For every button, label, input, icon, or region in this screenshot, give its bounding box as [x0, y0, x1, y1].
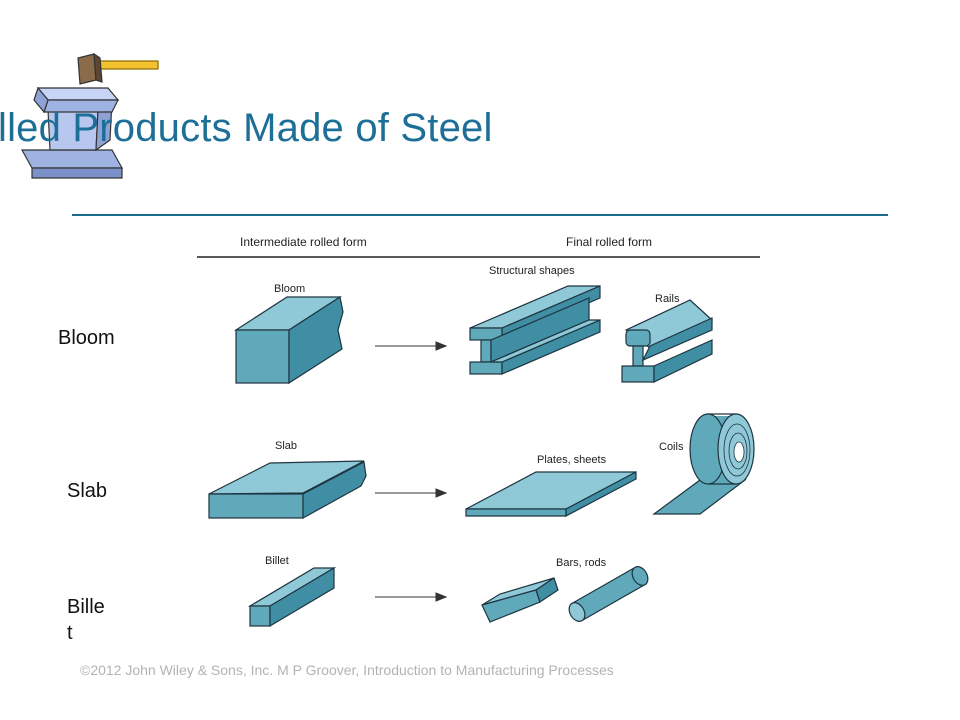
label-rails: Rails	[655, 293, 680, 305]
title-underline	[72, 214, 888, 216]
round-rod-shape	[568, 566, 649, 622]
header-intermediate: Intermediate rolled form	[240, 235, 367, 249]
square-bar-shape	[481, 577, 559, 623]
label-structural-shapes: Structural shapes	[489, 265, 575, 277]
label-bars-rods: Bars, rods	[556, 557, 607, 569]
label-coils: Coils	[659, 441, 684, 453]
bloom-shape	[233, 296, 344, 385]
label-slab: Slab	[275, 440, 298, 452]
header-final: Final rolled form	[566, 235, 653, 249]
slide-title: lled Products Made of Steel	[0, 106, 493, 150]
label-billet: Billet	[265, 555, 289, 567]
side-label-bloom: Bloom	[58, 327, 115, 349]
coil-shape	[652, 413, 755, 515]
footer-copyright: ©2012 John Wiley & Sons, Inc. M P Groove…	[80, 662, 614, 678]
label-plates-sheets: Plates, sheets	[537, 454, 607, 466]
anvil-hammer-icon	[20, 52, 159, 179]
billet-shape	[247, 566, 337, 628]
slab-shape	[208, 460, 367, 520]
rail-shape	[621, 299, 714, 383]
i-beam-shape	[469, 285, 601, 375]
plate-shape	[465, 471, 637, 517]
arrow-icon	[375, 341, 448, 602]
side-label-billet-line1: Bille	[67, 596, 105, 618]
label-bloom: Bloom	[274, 283, 306, 295]
side-label-slab: Slab	[67, 480, 108, 502]
side-label-billet-line2: t	[67, 622, 73, 644]
